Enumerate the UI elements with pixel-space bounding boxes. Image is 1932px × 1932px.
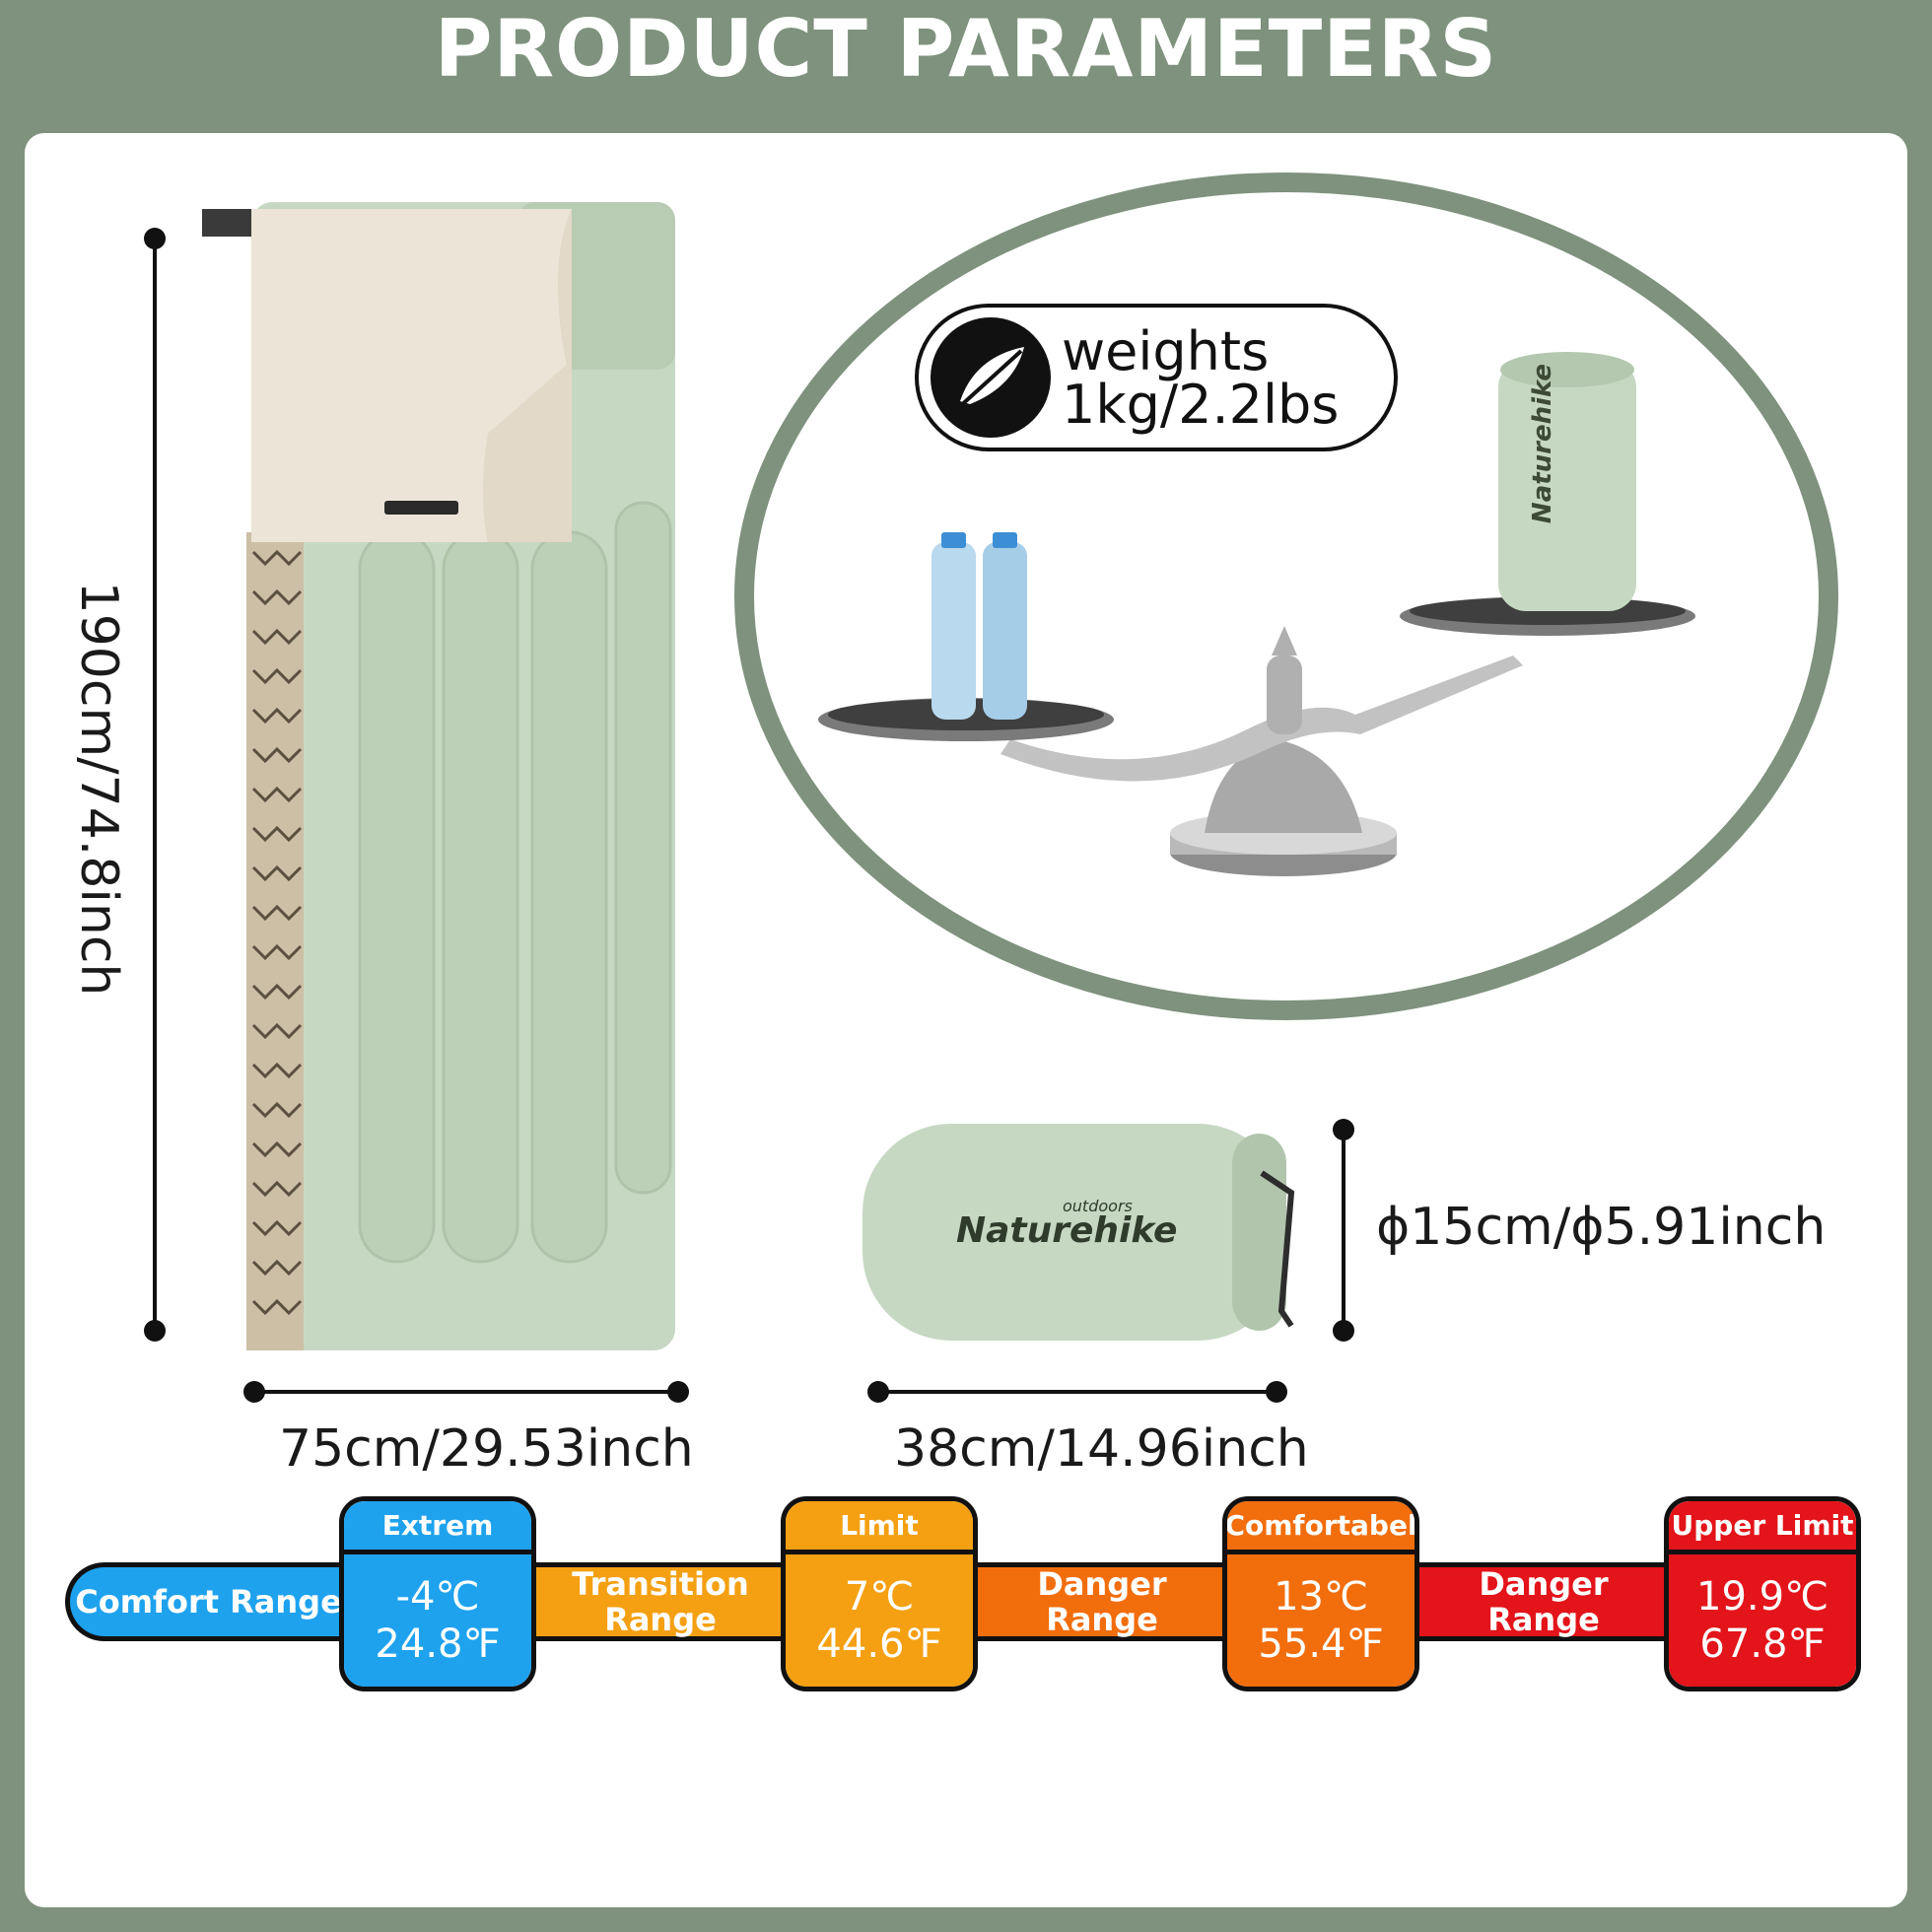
sack-brand-label: Naturehike [1528, 363, 1557, 524]
packed-length-line [878, 1390, 1276, 1394]
width-line [254, 1390, 678, 1394]
transition-range-segment: Transition Range [536, 1562, 785, 1641]
extrem-fahrenheit: 24.8℉ [375, 1622, 501, 1667]
diameter-label: ϕ15cm/ϕ5.91inch [1376, 1198, 1827, 1257]
weight-value: 1kg/2.2lbs [1062, 374, 1340, 436]
upper-limit-fahrenheit: 67.8℉ [1699, 1622, 1826, 1667]
extrem-box: Extrem -4℃ 24.8℉ [339, 1496, 536, 1691]
length-dot-bottom [144, 1320, 166, 1342]
danger-range-label: Danger Range [1037, 1565, 1167, 1638]
upper-limit-box: Upper Limit 19.9℃ 67.8℉ [1664, 1496, 1861, 1691]
limit-label: Limit [786, 1501, 973, 1554]
comfort-range-segment: Comfort Range [65, 1562, 347, 1641]
comfort-range-label: Comfort Range [75, 1583, 342, 1621]
weight-title: weights [1062, 320, 1270, 382]
water-bottle [932, 542, 976, 720]
width-dot-right [667, 1381, 689, 1403]
packed-length-label: 38cm/14.96inch [894, 1419, 1309, 1479]
danger-range-label: Danger Range [1479, 1565, 1609, 1638]
upper-limit-label: Upper Limit [1669, 1501, 1856, 1554]
feather-icon [931, 317, 1051, 438]
limit-box: Limit 7℃ 44.6℉ [781, 1496, 978, 1691]
comfortabel-fahrenheit: 55.4℉ [1258, 1622, 1384, 1667]
packed-brand-label: Naturehike [956, 1210, 1178, 1251]
sleeping-bag-illustration [202, 202, 675, 1350]
width-label: 75cm/29.53inch [279, 1419, 694, 1479]
page-title: PRODUCT PARAMETERS [434, 3, 1498, 95]
danger-range-segment: Danger Range [978, 1562, 1226, 1641]
comfortabel-label: Comfortabel [1227, 1501, 1414, 1554]
diameter-dot-bottom [1333, 1320, 1354, 1342]
stuff-sack [1498, 360, 1636, 611]
brand-tag [384, 501, 458, 515]
water-bottle [983, 542, 1027, 720]
weight-scale-illustration [734, 172, 1838, 1020]
comfortabel-celsius: 13℃ [1274, 1574, 1368, 1620]
upper-limit-celsius: 19.9℃ [1696, 1574, 1828, 1620]
limit-fahrenheit: 44.6℉ [816, 1622, 942, 1667]
bag-liner [251, 209, 572, 542]
limit-celsius: 7℃ [844, 1574, 915, 1620]
packed-bag-illustration [862, 1124, 1295, 1341]
transition-range-label: Transition Range [572, 1565, 749, 1638]
packed-length-dot-right [1266, 1381, 1287, 1403]
packed-brand-sub: outdoors [1063, 1197, 1133, 1215]
diameter-line [1342, 1130, 1346, 1331]
danger-range-segment: Danger Range [1419, 1562, 1668, 1641]
length-label: 190cm/74.8inch [69, 581, 128, 997]
extrem-label: Extrem [344, 1501, 531, 1554]
pattern-strip [246, 532, 304, 1350]
comfortabel-box: Comfortabel 13℃ 55.4℉ [1222, 1496, 1419, 1691]
weight-badge: weights 1kg/2.2lbs [915, 304, 1398, 451]
length-line [153, 239, 157, 1331]
extrem-celsius: -4℃ [395, 1574, 480, 1620]
